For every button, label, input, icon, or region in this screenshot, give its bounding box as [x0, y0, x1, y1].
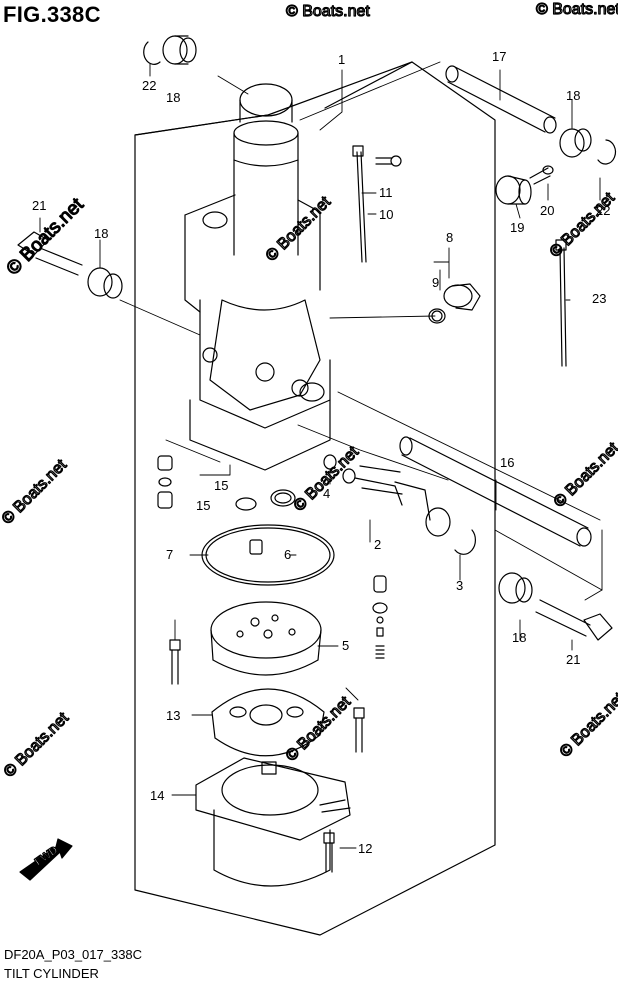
collar-19 — [495, 165, 554, 205]
watermark-text: © Boats.net — [1, 709, 73, 781]
callout-6: 6 — [284, 547, 291, 562]
callout-3: 3 — [456, 578, 463, 593]
manual-valve — [323, 454, 451, 537]
motor — [195, 757, 351, 887]
callout-17: 17 — [492, 49, 506, 64]
figure-caption: TILT CYLINDER — [4, 966, 99, 981]
callout-10: 10 — [379, 207, 393, 222]
callout-2: 2 — [374, 537, 381, 552]
bolts-21 — [17, 231, 613, 641]
callout-numbers: 1 2 3 4 5 6 7 8 9 10 11 12 13 14 15 15 1… — [32, 49, 610, 856]
pin-17 — [445, 65, 557, 134]
callout-16: 16 — [500, 455, 514, 470]
callout-9: 9 — [432, 275, 439, 290]
callout-18-top: 18 — [166, 90, 180, 105]
fwd-arrow-icon: FWD — [19, 838, 73, 881]
callout-4: 4 — [323, 486, 330, 501]
callout-19: 19 — [510, 220, 524, 235]
figure-code: DF20A_P03_017_338C — [4, 947, 143, 962]
callout-21-left: 21 — [32, 198, 46, 213]
watermark-text: © Boats.net — [0, 456, 71, 528]
callout-5: 5 — [342, 638, 349, 653]
callout-15-upper: 15 — [214, 478, 228, 493]
watermark-text: © Boats.net — [263, 193, 335, 265]
pump-assembly — [210, 601, 322, 676]
watermark-text: © Boats.net — [286, 3, 370, 20]
pump-base — [211, 688, 325, 757]
figure-title: FIG.338C — [3, 2, 101, 27]
callout-1: 1 — [338, 52, 345, 67]
callout-15-lower: 15 — [196, 498, 210, 513]
watermark-text: © Boats.net — [291, 443, 363, 515]
watermark-text: © Boats.net — [551, 439, 618, 511]
callout-18-right: 18 — [566, 88, 580, 103]
leader-lines — [39, 61, 603, 849]
check-valve-parts — [372, 575, 388, 659]
callout-23: 23 — [592, 291, 606, 306]
pin-16 — [399, 436, 592, 547]
callout-8: 8 — [446, 230, 453, 245]
callout-21-right: 21 — [566, 652, 580, 667]
small-valve-parts — [157, 455, 263, 555]
callout-22-left: 22 — [142, 78, 156, 93]
watermarks: © Boats.net © Boats.net © Boats.net © Bo… — [0, 0, 618, 781]
bushings — [87, 35, 592, 604]
callout-7: 7 — [166, 547, 173, 562]
cable-ties — [352, 145, 567, 367]
callout-22-right: 22 — [596, 203, 610, 218]
o-rings — [201, 489, 335, 586]
watermark-text: © Boats.net — [536, 1, 618, 18]
snap-rings — [143, 41, 616, 555]
screws — [169, 639, 365, 873]
callout-14: 14 — [150, 788, 164, 803]
callout-12: 12 — [358, 841, 372, 856]
callout-18-left: 18 — [94, 226, 108, 241]
callout-11: 11 — [379, 185, 393, 200]
watermark-text: © Boats.net — [283, 693, 355, 765]
callout-13: 13 — [166, 708, 180, 723]
cylinder-body — [184, 83, 331, 471]
callout-18-bottom: 18 — [512, 630, 526, 645]
watermark-text: © Boats.net — [557, 689, 618, 761]
callout-20: 20 — [540, 203, 554, 218]
